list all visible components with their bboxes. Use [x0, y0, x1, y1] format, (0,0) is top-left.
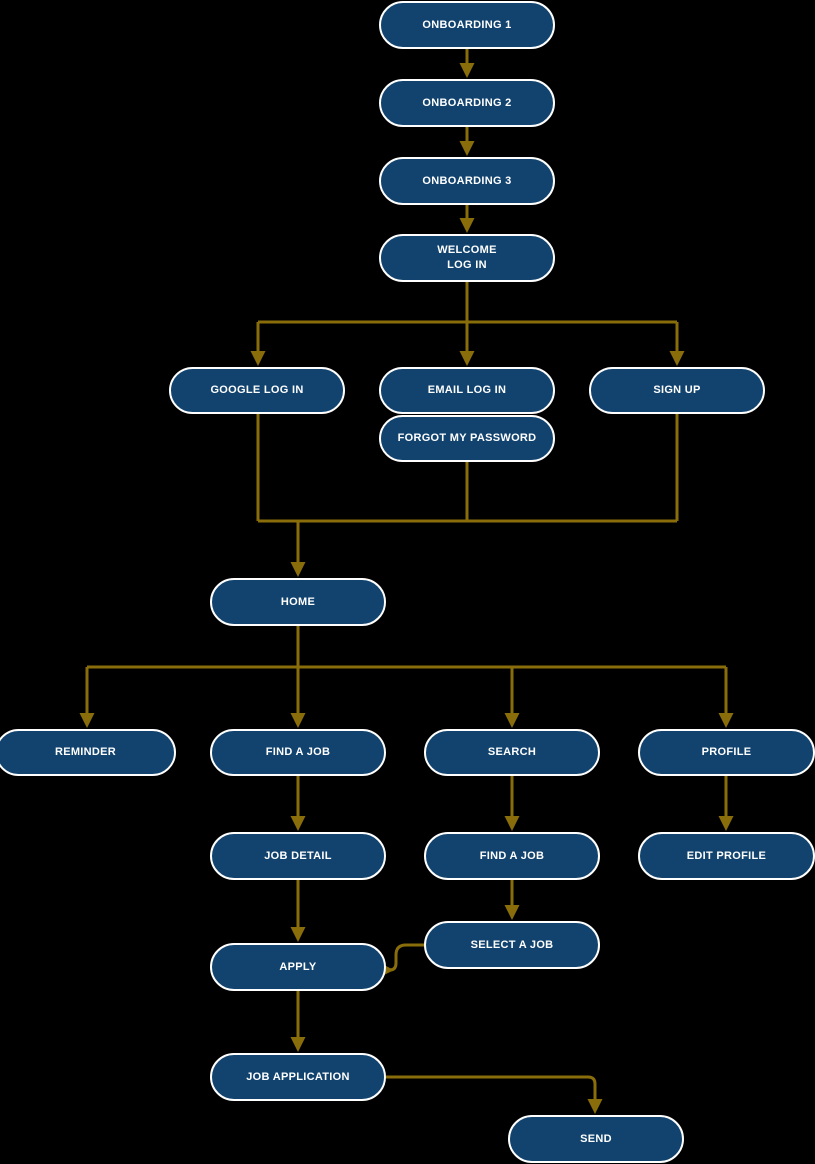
node-job-application[interactable]: JOB APPLICATION	[210, 1053, 386, 1101]
node-onboarding-3[interactable]: ONBOARDING 3	[379, 157, 555, 205]
node-find-a-job-2[interactable]: FIND A JOB	[424, 832, 600, 880]
node-google-log-in[interactable]: GOOGLE LOG IN	[169, 367, 345, 414]
node-find-a-job-1[interactable]: FIND A JOB	[210, 729, 386, 776]
node-apply[interactable]: APPLY	[210, 943, 386, 991]
node-forgot-my-password[interactable]: FORGOT MY PASSWORD	[379, 415, 555, 462]
node-onboarding-2[interactable]: ONBOARDING 2	[379, 79, 555, 127]
node-send[interactable]: SEND	[508, 1115, 684, 1163]
node-onboarding-1[interactable]: ONBOARDING 1	[379, 1, 555, 49]
node-sign-up[interactable]: SIGN UP	[589, 367, 765, 414]
node-home[interactable]: HOME	[210, 578, 386, 626]
node-edit-profile[interactable]: EDIT PROFILE	[638, 832, 815, 880]
node-profile[interactable]: PROFILE	[638, 729, 815, 776]
node-email-log-in[interactable]: EMAIL LOG IN	[379, 367, 555, 414]
node-job-detail[interactable]: JOB DETAIL	[210, 832, 386, 880]
node-select-a-job[interactable]: SELECT A JOB	[424, 921, 600, 969]
node-welcome-log-in[interactable]: WELCOME LOG IN	[379, 234, 555, 282]
edge-selectjob-apply	[379, 943, 424, 978]
node-search[interactable]: SEARCH	[424, 729, 600, 776]
edge-jobapplication-send	[386, 1075, 603, 1114]
node-reminder[interactable]: REMINDER	[0, 729, 176, 776]
